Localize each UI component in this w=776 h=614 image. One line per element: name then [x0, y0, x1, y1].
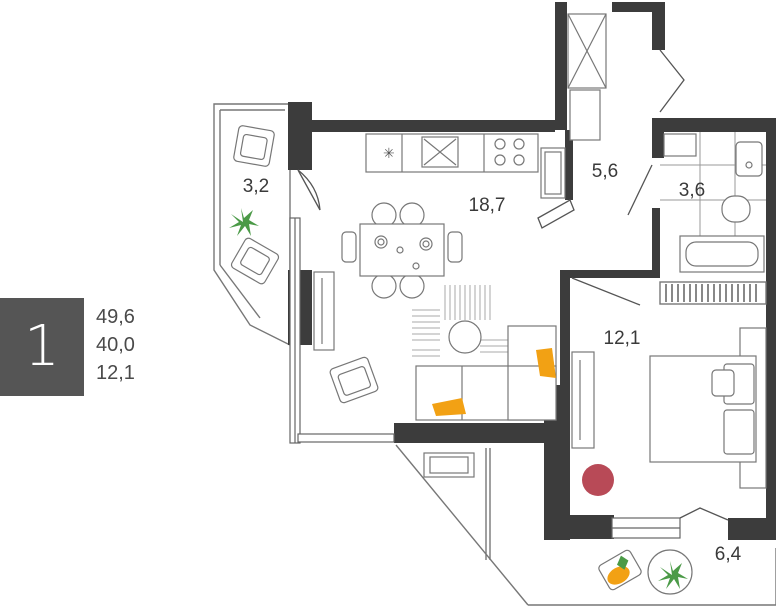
plant-icon [658, 561, 688, 589]
total-area: 49,6 [96, 306, 135, 328]
pillow-icon [536, 348, 556, 378]
living-area: 40,0 [96, 334, 135, 356]
rug [412, 285, 510, 357]
pillow-icon [432, 398, 466, 416]
sofa [415, 325, 557, 421]
loggia-table [647, 549, 693, 595]
windows [289, 217, 681, 539]
hallway-wardrobe [567, 13, 607, 141]
bathroom-fixtures [663, 133, 765, 273]
rug-circle [582, 464, 614, 496]
area-summary: 49,6 40,0 12,1 [96, 303, 135, 387]
bed [649, 327, 767, 489]
loggia-storage [423, 452, 475, 478]
room-area: 12,1 [96, 362, 135, 384]
dining-table [341, 202, 463, 299]
svg-text:✳: ✳ [383, 146, 395, 162]
room-area-hallway: 5,6 [592, 161, 618, 182]
bedroom-tv-unit [571, 351, 595, 449]
coffee-table [448, 320, 482, 354]
room-area-kitchen: 18,7 [469, 195, 506, 216]
plant-icon [229, 208, 259, 236]
room-area-bathroom: 3,6 [679, 180, 705, 201]
lounge-chair [598, 549, 642, 591]
room-area-loggia-bottom: 6,4 [715, 544, 742, 565]
room-area-loggia-left: 3,2 [243, 176, 269, 197]
bedroom-wardrobe [659, 281, 767, 305]
room-count: 1 [24, 314, 60, 379]
room-area-bedroom: 12,1 [604, 328, 641, 349]
doors [297, 49, 729, 521]
room-count-badge: 1 [0, 298, 84, 396]
armchair [230, 125, 379, 404]
kitchen-counter: ✳ [365, 133, 566, 199]
tv-unit [313, 271, 335, 351]
